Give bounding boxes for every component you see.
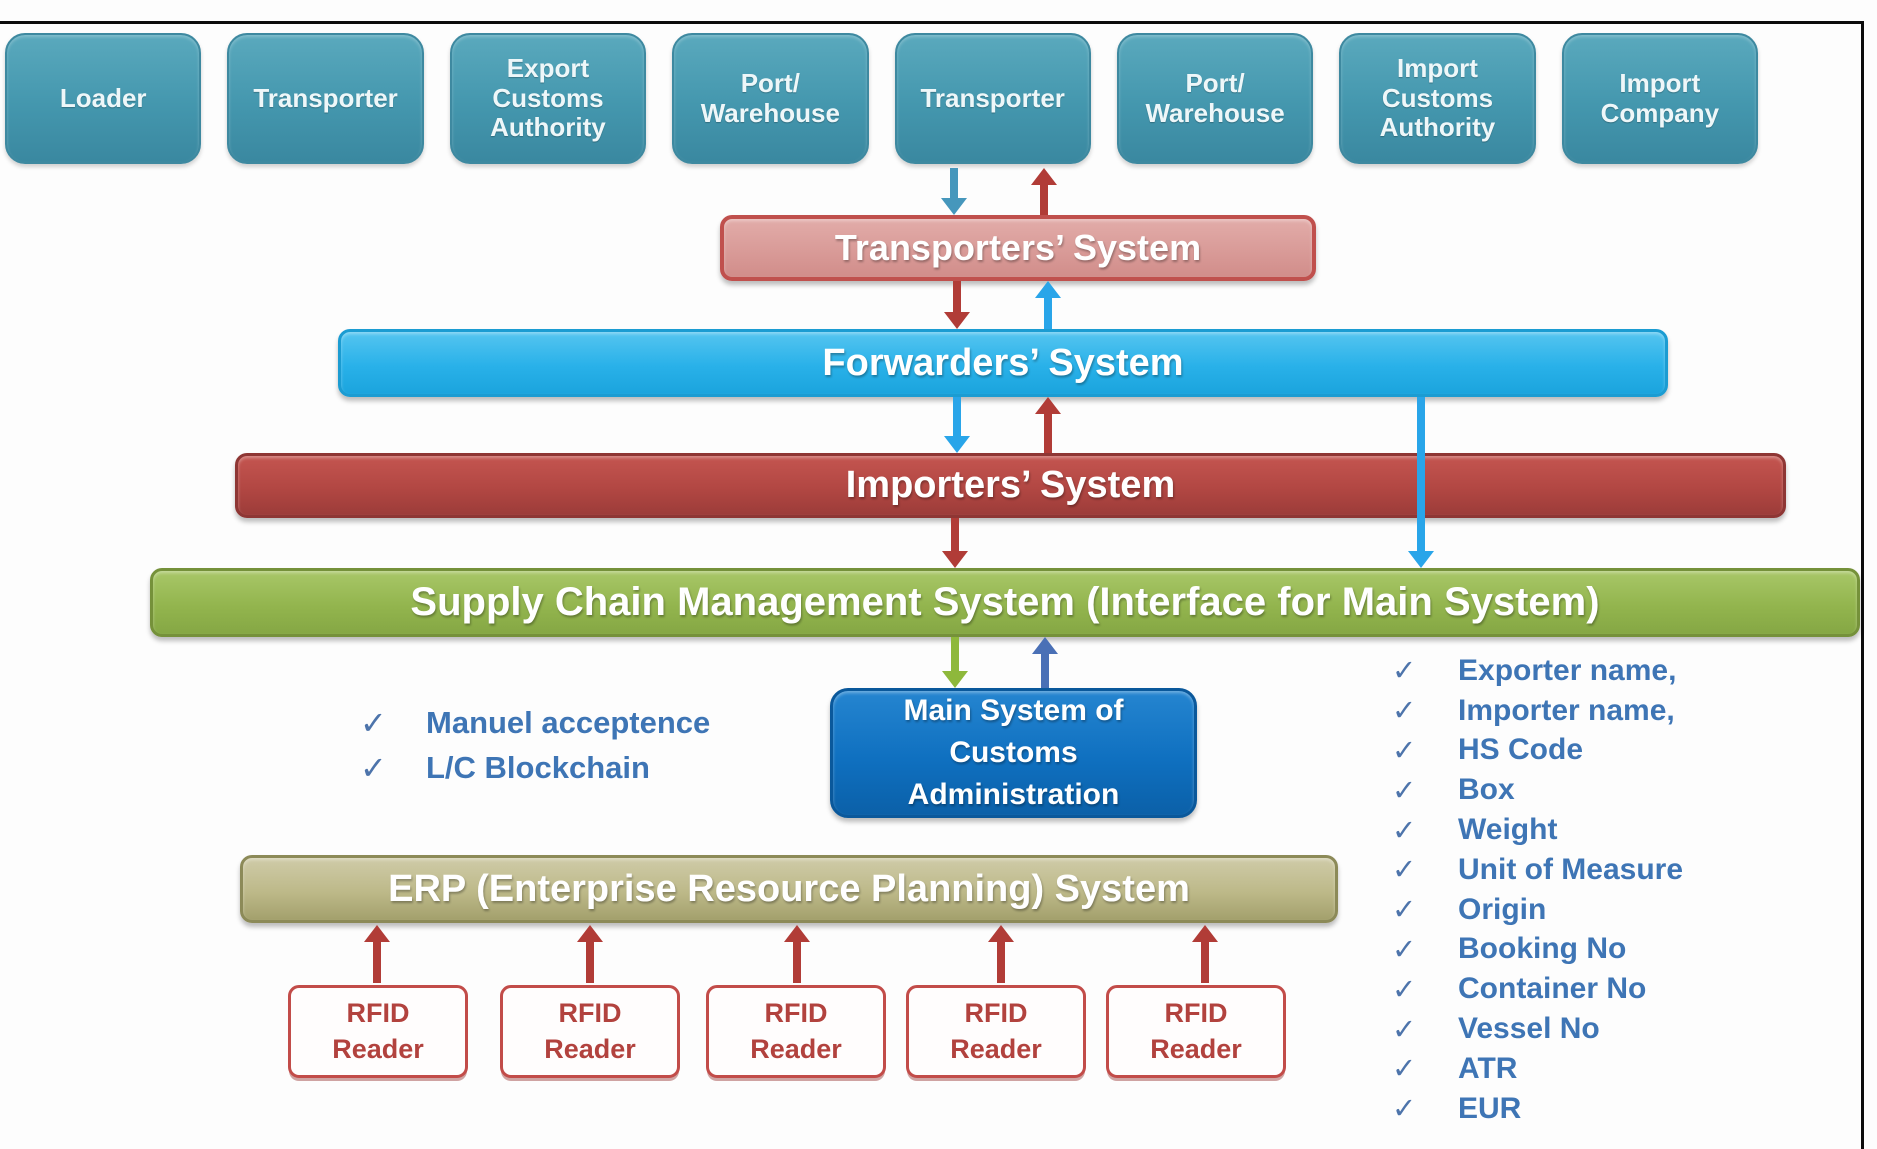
check-icon: ✓ xyxy=(360,704,387,741)
arrow-down-transporters-to-forwarders xyxy=(944,281,970,329)
arrow-up-forwarders-to-transporters xyxy=(1035,281,1061,329)
checklist-item: ✓ L/C Blockchain xyxy=(360,749,650,786)
checklist-item: ✓Importer name, xyxy=(1392,693,1675,728)
arrow-down-transporter-to-transporters-system xyxy=(941,168,967,215)
arrow-up-rfid2-to-erp xyxy=(577,925,603,983)
arrow-down-importers-to-supply-chain xyxy=(942,518,968,568)
forwarders-system-bar: Forwarders’ System xyxy=(338,329,1668,397)
checklist-item: ✓HS Code xyxy=(1392,733,1584,767)
arrow-up-rfid1-to-erp xyxy=(364,925,390,983)
actor-box-import-company: Import Company xyxy=(1561,33,1758,164)
arrow-up-rfid5-to-erp xyxy=(1192,925,1218,983)
actor-box-loader: Loader xyxy=(5,33,202,164)
checklist-item: ✓Vessel No xyxy=(1392,1012,1600,1046)
slide-right-border xyxy=(1861,21,1864,1149)
actor-box-export-customs-authority: Export Customs Authority xyxy=(449,33,647,164)
check-icon: ✓ xyxy=(1392,695,1417,728)
data-fields-checklist-right: ✓Exporter name, ✓Importer name, ✓HS Code… xyxy=(1392,651,1683,1129)
actor-box-import-customs-authority: Import Customs Authority xyxy=(1339,33,1536,164)
check-icon: ✓ xyxy=(1392,894,1417,927)
rfid-reader-box-4: RFID Reader xyxy=(906,985,1086,1078)
arrow-down-forwarders-to-supply-chain-long xyxy=(1408,397,1434,568)
check-icon: ✓ xyxy=(1392,933,1417,966)
check-icon: ✓ xyxy=(1392,655,1417,688)
arrow-up-rfid4-to-erp xyxy=(988,925,1014,983)
checklist-item: ✓ Manuel acceptence xyxy=(360,704,711,741)
arrow-up-rfid3-to-erp xyxy=(784,925,810,983)
checklist-item: ✓Unit of Measure xyxy=(1392,852,1684,887)
checklist-item: ✓Weight xyxy=(1392,813,1558,847)
rfid-reader-box-3: RFID Reader xyxy=(706,985,886,1078)
rfid-reader-box-1: RFID Reader xyxy=(288,985,468,1078)
erp-system-bar: ERP (Enterprise Resource Planning) Syste… xyxy=(240,855,1338,923)
check-icon: ✓ xyxy=(1392,1093,1417,1126)
checklist-item: ✓Origin xyxy=(1392,892,1547,927)
arrow-up-main-system-to-supply-chain xyxy=(1032,637,1058,688)
rfid-reader-box-5: RFID Reader xyxy=(1106,985,1286,1078)
transporters-system-bar: Transporters’ System xyxy=(720,215,1316,281)
actor-box-port-warehouse-1: Port/ Warehouse xyxy=(672,33,869,164)
check-icon: ✓ xyxy=(1392,734,1417,767)
checklist-item: ✓Container No xyxy=(1392,972,1647,1006)
checklist-item: ✓ATR xyxy=(1392,1051,1518,1086)
importers-system-bar: Importers’ System xyxy=(235,453,1786,518)
checklist-item: ✓Box xyxy=(1392,773,1515,807)
main-customs-system-box: Main System of Customs Administration xyxy=(830,688,1197,818)
actor-row: Loader Transporter Export Customs Author… xyxy=(5,33,1758,164)
checklist-item: ✓EUR xyxy=(1392,1091,1522,1126)
check-icon: ✓ xyxy=(1392,1013,1417,1046)
supply-chain-management-bar: Supply Chain Management System (Interfac… xyxy=(150,568,1860,637)
actor-box-port-warehouse-2: Port/ Warehouse xyxy=(1116,33,1314,164)
arrow-up-importers-to-forwarders xyxy=(1035,397,1061,453)
check-icon: ✓ xyxy=(1392,854,1417,887)
arrow-up-transporters-system-to-transporter xyxy=(1031,168,1057,215)
checklist-item: ✓Exporter name, xyxy=(1392,653,1677,688)
actor-box-transporter-2: Transporter xyxy=(894,33,1091,164)
arrow-down-forwarders-to-importers xyxy=(944,397,970,453)
features-checklist-left: ✓ Manuel acceptence ✓ L/C Blockchain xyxy=(360,700,710,790)
slide-top-border xyxy=(0,21,1864,24)
arrow-down-supply-chain-to-main-system xyxy=(942,637,968,688)
checklist-item: ✓Booking No xyxy=(1392,932,1627,966)
check-icon: ✓ xyxy=(1392,774,1417,807)
check-icon: ✓ xyxy=(1392,814,1417,847)
rfid-reader-box-2: RFID Reader xyxy=(500,985,680,1078)
check-icon: ✓ xyxy=(1392,973,1417,1006)
check-icon: ✓ xyxy=(1392,1053,1417,1086)
actor-box-transporter-1: Transporter xyxy=(227,33,424,164)
check-icon: ✓ xyxy=(360,749,387,786)
